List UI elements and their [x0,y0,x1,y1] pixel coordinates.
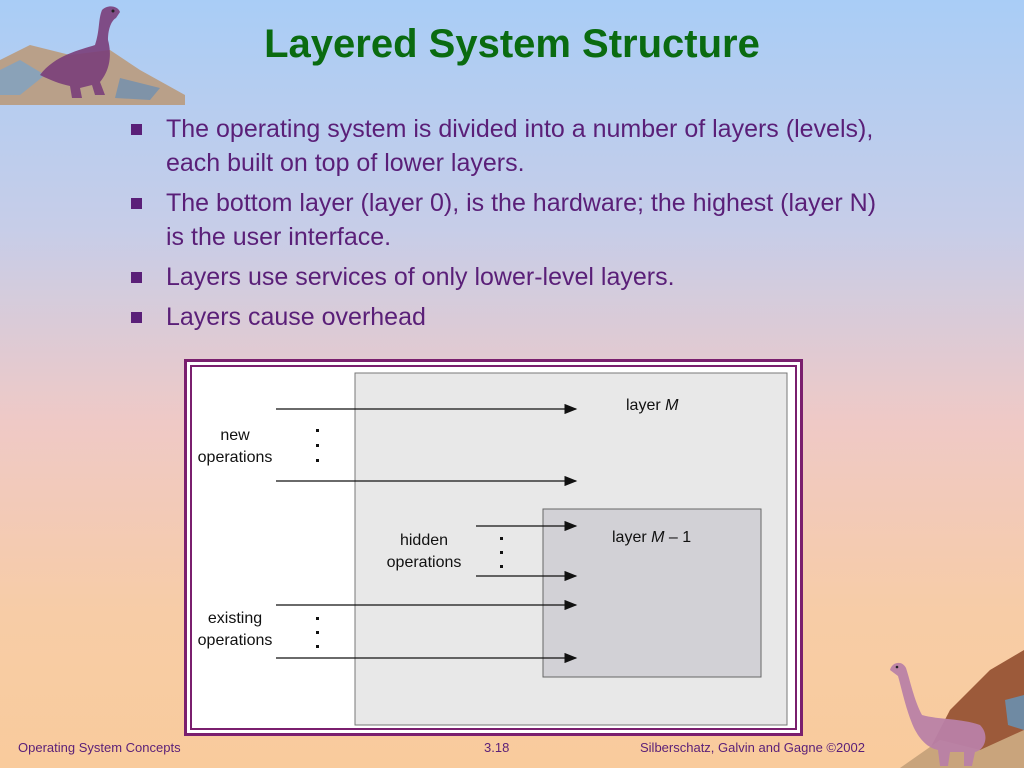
layer-diagram: layer M layer M – 1 new operations hidde… [198,372,788,726]
layer-m-minus-1-label: layer M – 1 [612,529,691,546]
bullet-text: The bottom layer (layer 0), is the hardw… [166,189,877,251]
hidden-operations-label-line2: operations [387,554,462,571]
ellipsis-dots [316,429,319,462]
layer-m-minus-1-box [542,508,762,678]
footer-page-number: 3.18 [484,740,510,755]
new-operations-label-line2: operations [198,449,273,466]
bullet-text: Layers use services of only lower-level … [166,263,675,291]
bullet-item: The operating system is divided into a n… [128,112,888,180]
hidden-operations-label-line1: hidden [400,532,448,549]
existing-operations-label-line2: operations [198,632,273,649]
footer-left: Operating System Concepts [18,740,181,755]
bullet-text: Layers cause overhead [166,303,426,331]
bullet-list: The operating system is divided into a n… [128,112,888,340]
bullet-text: The operating system is divided into a n… [166,115,874,177]
slide-title: Layered System Structure [264,22,760,66]
new-operations-label-line1: new [220,427,250,444]
bullet-item: The bottom layer (layer 0), is the hardw… [128,186,888,254]
diagram-frame: layer M layer M – 1 new operations hidde… [184,359,803,736]
footer-right: Silberschatz, Galvin and Gagne ©2002 [640,740,865,755]
bullet-square-icon [131,198,142,209]
dinosaur-top-left-image [0,6,185,105]
bullet-square-icon [131,312,142,323]
bullet-square-icon [131,272,142,283]
ellipsis-dots [316,617,319,648]
dinosaur-bottom-right-image [890,650,1024,768]
bullet-square-icon [131,124,142,135]
existing-operations-label-line1: existing [208,610,262,627]
bullet-item: Layers cause overhead [128,300,888,334]
bullet-item: Layers use services of only lower-level … [128,260,888,294]
ellipsis-dots [500,537,503,568]
layer-m-label: layer M [626,397,679,414]
